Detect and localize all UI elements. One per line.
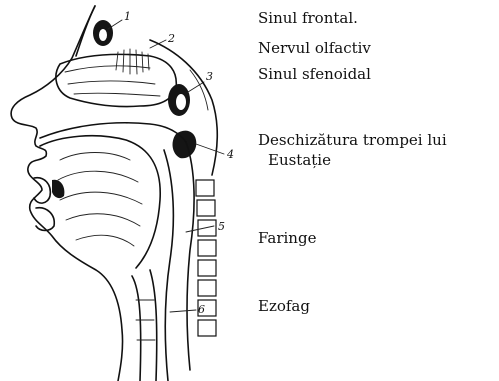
callout-number-6: 6 bbox=[198, 303, 205, 316]
label-eustachian-tube-line2: Eustație bbox=[268, 150, 331, 170]
frontal-sinus bbox=[93, 20, 122, 46]
label-frontal-sinus: Sinul frontal. bbox=[258, 8, 358, 28]
callout-number-4: 4 bbox=[226, 148, 234, 161]
callout-number-2: 2 bbox=[167, 32, 175, 45]
label-pharynx: Faringe bbox=[258, 228, 316, 248]
callout-number-5: 5 bbox=[218, 220, 225, 233]
sphenoid-sinus bbox=[168, 82, 204, 116]
nasal-cavity bbox=[56, 40, 176, 107]
callout-number-1: 1 bbox=[124, 10, 131, 23]
callout-number-3: 3 bbox=[206, 70, 213, 83]
label-esophagus: Ezofag bbox=[258, 296, 310, 316]
label-olfactory-nerve: Nervul olfactiv bbox=[258, 38, 371, 58]
olfactory-nerve-fibers bbox=[116, 40, 166, 74]
label-eustachian-tube-line1: Deschizătura trompei lui bbox=[258, 130, 447, 150]
pharynx-and-spine bbox=[164, 142, 216, 381]
label-sphenoid-sinus: Sinul sfenoidal bbox=[258, 64, 371, 84]
